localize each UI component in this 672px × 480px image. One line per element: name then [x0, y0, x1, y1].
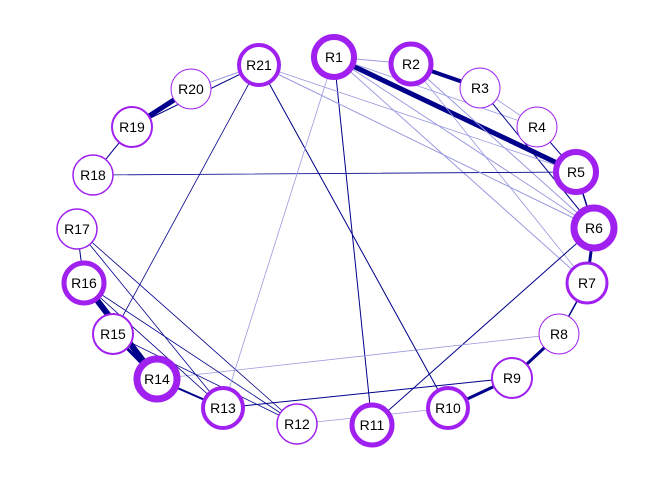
node-r2: R2: [388, 41, 434, 87]
node-label-r10: R10: [435, 400, 461, 416]
node-label-r12: R12: [284, 416, 310, 432]
edge-r3-r6: [479, 87, 595, 229]
node-label-r14: R14: [144, 371, 170, 387]
edge-r10-r21: [258, 64, 449, 409]
node-circle-r8: [538, 313, 580, 355]
node-r9: R9: [491, 357, 533, 399]
edge-r21-r6: [258, 64, 595, 229]
node-label-r8: R8: [550, 326, 568, 342]
edge-r13-r17: [76, 228, 224, 409]
node-label-r19: R19: [119, 119, 145, 135]
node-r5: R5: [553, 149, 599, 195]
node-label-r7: R7: [578, 275, 596, 291]
node-r21: R21: [237, 43, 281, 87]
node-circle-r17: [56, 208, 98, 250]
node-circle-r12: [276, 403, 318, 445]
node-r4: R4: [516, 106, 558, 148]
node-label-r21: R21: [246, 57, 272, 73]
edge-r21-r5: [258, 64, 577, 173]
edge-r6-r11: [371, 227, 595, 426]
node-r8: R8: [538, 313, 580, 355]
node-r15: R15: [92, 313, 134, 355]
edge-r1-r11: [333, 56, 373, 426]
node-label-r20: R20: [178, 81, 204, 97]
edge-r1-r5: [331, 54, 579, 175]
edge-r1-r7: [333, 56, 588, 284]
node-label-r6: R6: [585, 220, 603, 236]
edge-r13-r1: [222, 56, 335, 409]
node-r17: R17: [56, 208, 98, 250]
edge-r1-r6: [333, 56, 595, 229]
node-circle-r2: [388, 41, 434, 87]
node-circle-r20: [170, 68, 212, 110]
node-circle-r5: [553, 149, 599, 195]
node-r1: R1: [311, 34, 357, 80]
edge-r13-r16: [83, 282, 224, 409]
node-circle-r1: [311, 34, 357, 80]
node-r7: R7: [565, 261, 609, 305]
node-circle-r7: [565, 261, 609, 305]
edge-r9-r13: [222, 377, 513, 409]
node-r19: R19: [111, 106, 153, 148]
node-label-r4: R4: [528, 119, 546, 135]
node-label-r16: R16: [71, 275, 97, 291]
node-circle-r15: [92, 313, 134, 355]
edge-r12-r17: [76, 228, 298, 425]
node-circle-r10: [426, 386, 470, 430]
node-r18: R18: [72, 154, 114, 196]
edge-r5-r18: [92, 171, 577, 176]
node-label-r17: R17: [64, 221, 90, 237]
node-label-r9: R9: [503, 370, 521, 386]
node-r14: R14: [133, 355, 181, 403]
node-circle-r4: [516, 106, 558, 148]
node-r16: R16: [61, 260, 107, 306]
node-circle-r3: [459, 67, 501, 109]
node-r13: R13: [201, 386, 245, 430]
node-circle-r13: [201, 386, 245, 430]
node-label-r18: R18: [80, 167, 106, 183]
node-r6: R6: [570, 204, 618, 252]
node-circle-r11: [349, 402, 395, 448]
node-label-r2: R2: [402, 56, 420, 72]
node-label-r15: R15: [100, 326, 126, 342]
node-circle-r19: [111, 106, 153, 148]
edge-r1-r4: [333, 56, 538, 128]
node-r10: R10: [426, 386, 470, 430]
node-label-r3: R3: [471, 80, 489, 96]
edge-r12-r15: [112, 333, 298, 425]
node-circle-r18: [72, 154, 114, 196]
node-circle-r6: [570, 204, 618, 252]
node-circle-r9: [491, 357, 533, 399]
edge-r2-r6: [410, 63, 595, 229]
node-label-r1: R1: [325, 49, 343, 65]
node-circle-r21: [237, 43, 281, 87]
edge-r15-r21: [112, 64, 260, 335]
node-r11: R11: [349, 402, 395, 448]
edge-r12-r16: [83, 282, 298, 425]
node-label-r11: R11: [360, 417, 385, 433]
edge-r2-r7: [410, 63, 588, 284]
node-r12: R12: [276, 403, 318, 445]
edge-r8-r14: [156, 333, 560, 380]
node-r3: R3: [459, 67, 501, 109]
node-r20: R20: [170, 68, 212, 110]
node-circle-r16: [61, 260, 107, 306]
node-label-r13: R13: [210, 400, 236, 416]
node-label-r5: R5: [567, 164, 585, 180]
node-circle-r14: [133, 355, 181, 403]
